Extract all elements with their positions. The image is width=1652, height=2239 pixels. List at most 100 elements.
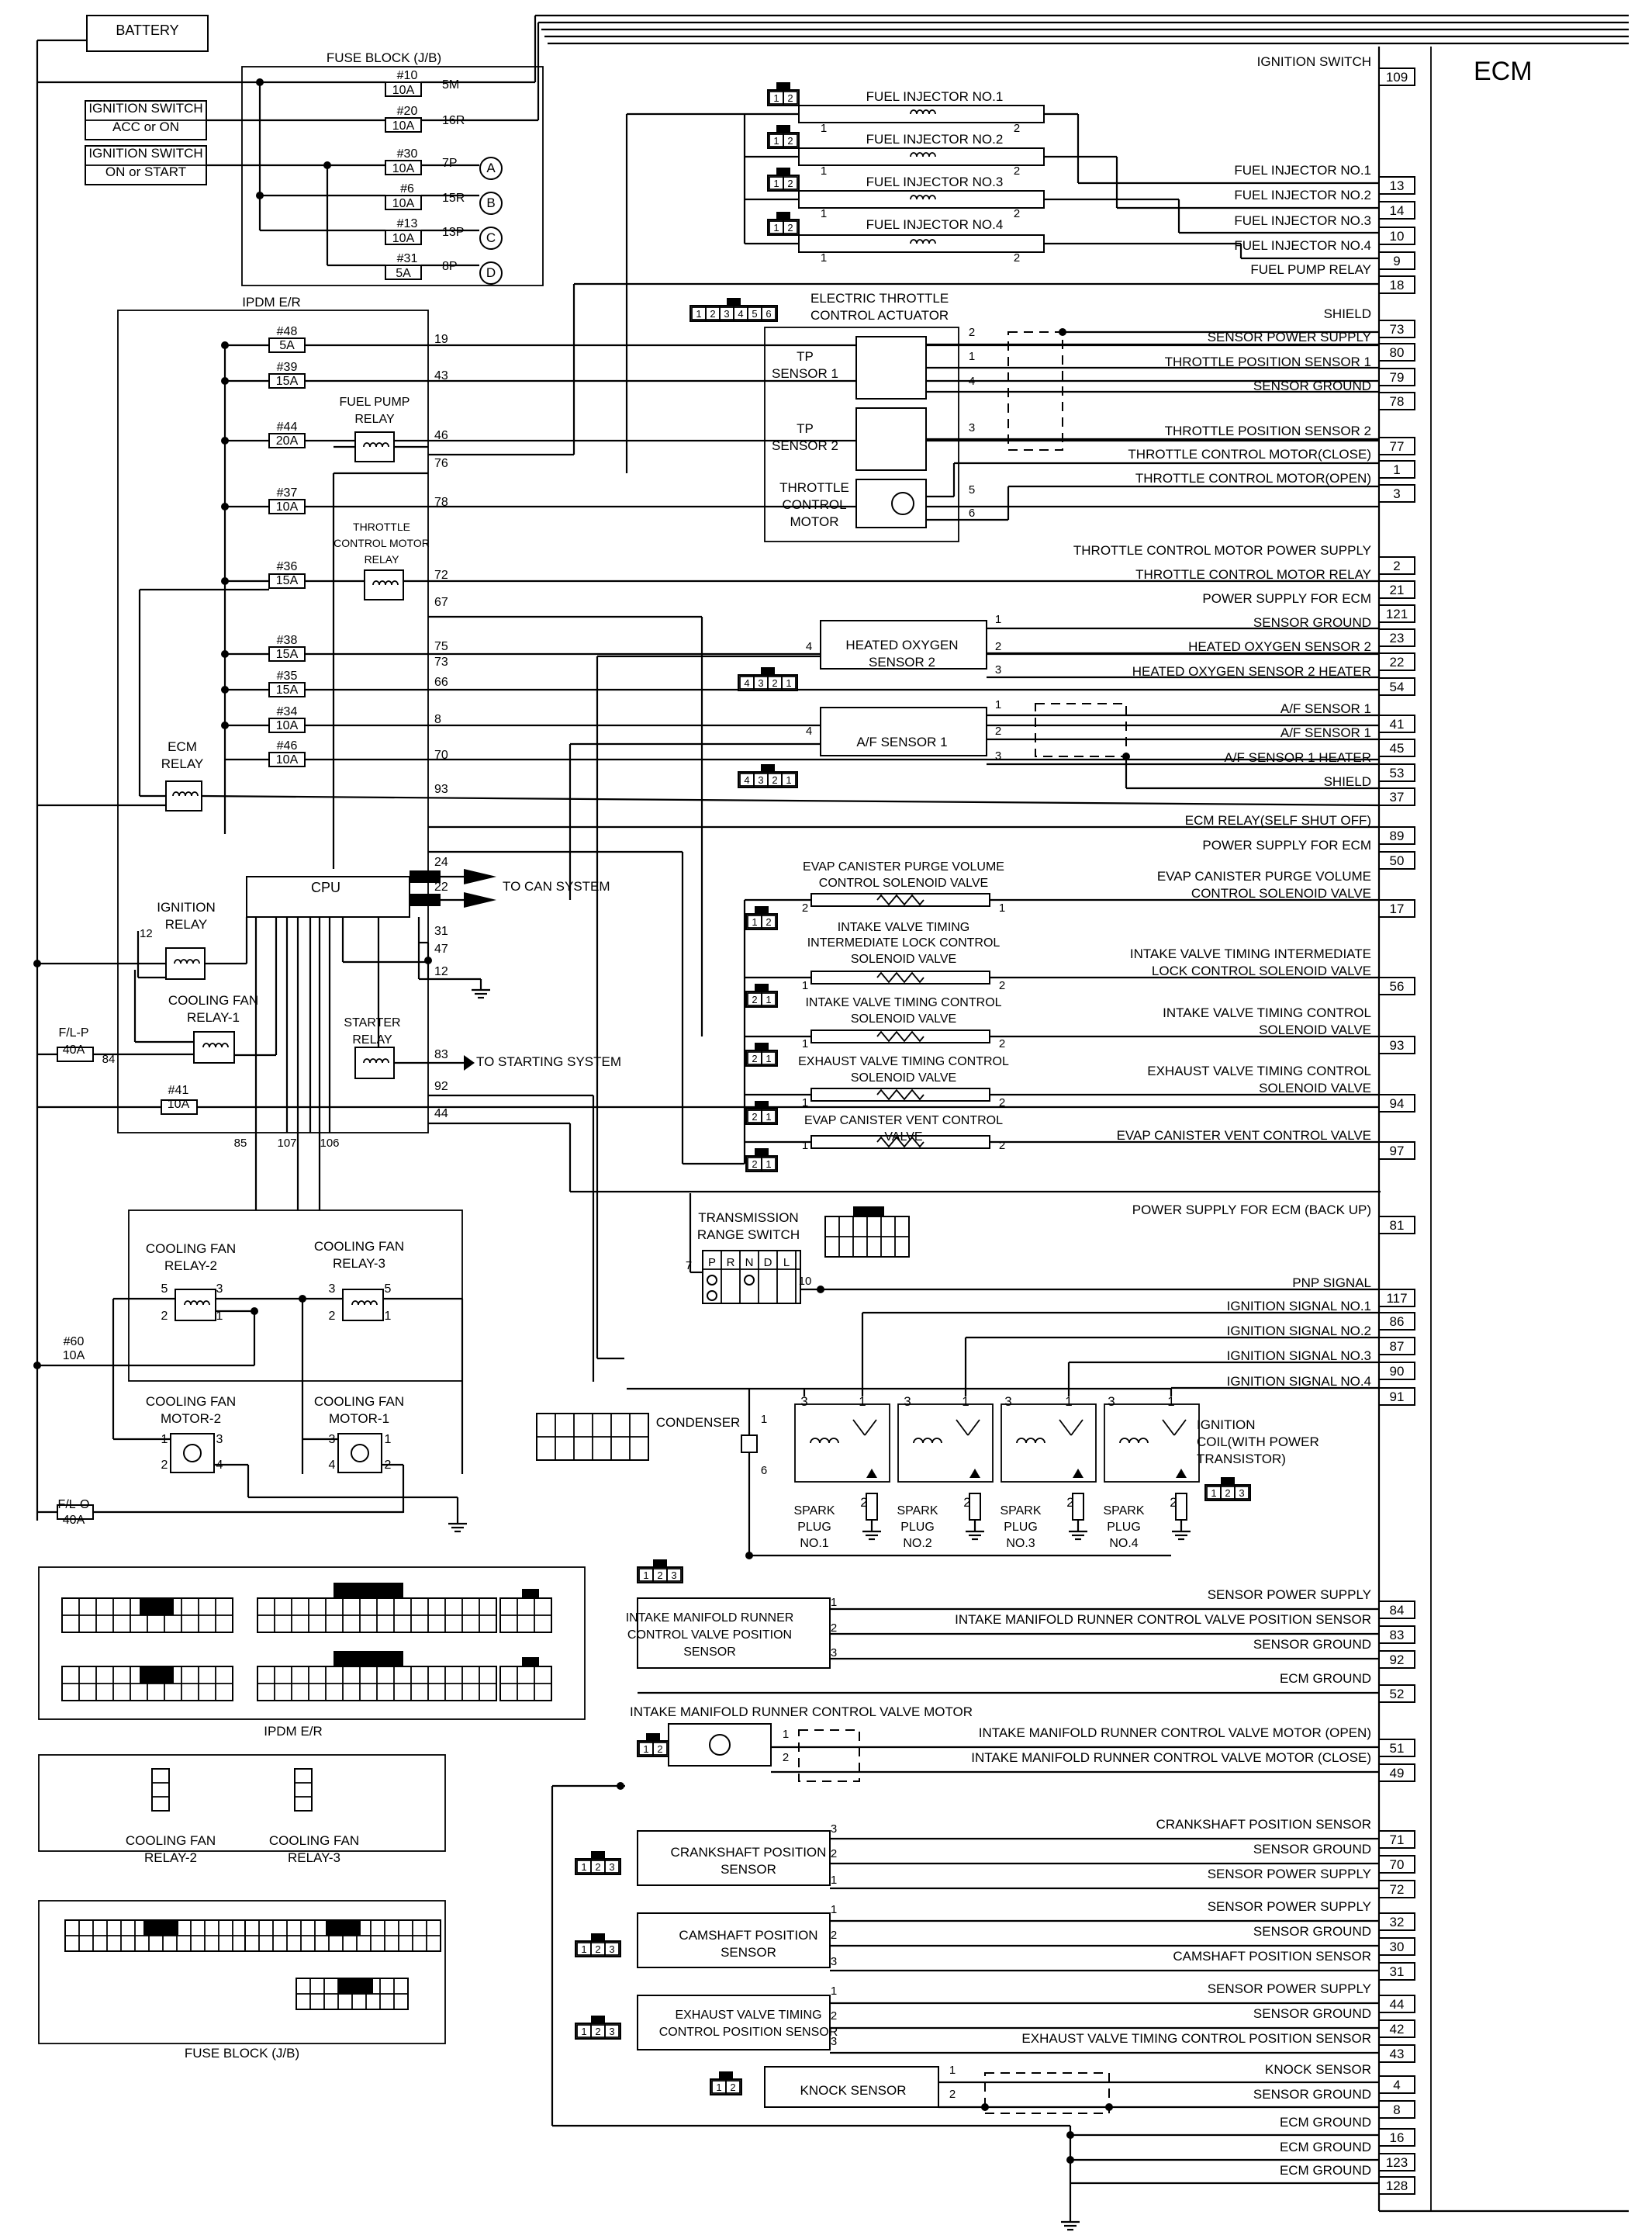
can-bus-bar [410, 894, 441, 906]
cavity-number: 2 [752, 1111, 757, 1123]
diagram-label: SENSOR 1 [772, 366, 838, 381]
diagram-label: IGNITION [157, 900, 216, 915]
diagram-label: #36 [277, 560, 298, 573]
cavity-number: 1 [773, 222, 779, 234]
diagram-label: THROTTLE [779, 480, 849, 495]
diagram-label: TO CAN SYSTEM [503, 879, 610, 894]
fuse [385, 81, 422, 97]
diagram-label: 75 [434, 640, 448, 653]
coil-winding-icon [913, 1438, 942, 1444]
diagram-label: B [486, 196, 495, 210]
fan-motor-icon [183, 1444, 202, 1462]
splice-dot [221, 377, 229, 385]
diagram-label: 10A [392, 162, 415, 175]
ecm-relay [165, 780, 202, 812]
fuse [385, 265, 422, 280]
blanked-cavity [140, 1598, 174, 1615]
diagram-label: 6 [761, 1464, 767, 1477]
ecm-pin-number: 13 [1390, 178, 1405, 193]
diagram-label: PLUG [1004, 1521, 1038, 1534]
connector-cavity [783, 133, 798, 147]
relay-coil-icon [184, 1300, 210, 1306]
diagram-label: IPDM E/R [242, 295, 301, 310]
ecm-pin-box [1378, 2176, 1415, 2195]
diagram-label: 107 [277, 1137, 296, 1150]
diagram-label: 1 [216, 1310, 223, 1323]
ecm-pin-label: SENSOR GROUND [1253, 2087, 1371, 2102]
ecm-pin-box [1378, 556, 1415, 575]
transistor-icon [967, 1419, 980, 1436]
connector-grid [294, 1768, 313, 1812]
position-sensor-3 [637, 1995, 831, 2050]
ecm-pin-label: THROTTLE POSITION SENSOR 1 [1165, 355, 1371, 369]
ecm-pin-label: HEATED OXYGEN SENSOR 2 HEATER [1132, 664, 1371, 679]
ecm-pin-box [1378, 1763, 1415, 1782]
ecm-pin-number: 70 [1390, 1857, 1405, 1872]
tp-sensor-2 [855, 407, 927, 471]
diagram-label: ACC or ON [112, 119, 179, 134]
cavity-number: 2 [595, 1861, 600, 1873]
ecm-pin-label: SENSOR GROUND [1253, 2006, 1371, 2021]
ecm-pin-label: INTAKE MANIFOLD RUNNER CONTROL VALVE MOT… [979, 1725, 1371, 1740]
ecm-pin-label: EXHAUST VALVE TIMING CONTROL POSITION SE… [1021, 2031, 1371, 2046]
diagram-label: SOLENOID VALVE [851, 953, 956, 966]
diagram-label: #41 [168, 1084, 189, 1097]
connector-latch [522, 1589, 539, 1598]
cavity-number: 1 [766, 994, 771, 1005]
ipdm-outline [117, 310, 429, 1133]
ecm-pin-label: EVAP CANISTER VENT CONTROL VALVE [1117, 1128, 1371, 1143]
fuse-block-outline [241, 66, 544, 286]
splice-dot [323, 161, 331, 169]
connector-latch [755, 1043, 769, 1050]
splice-dot [221, 437, 229, 445]
diagram-label: 3 [329, 1433, 336, 1446]
diagram-label: 2 [963, 1495, 970, 1510]
diagram-label: 4 [806, 725, 812, 738]
ecm-pin-number: 123 [1386, 2155, 1408, 2170]
fuel-injector-4 [798, 234, 1045, 253]
diagram-label: 1 [802, 1096, 808, 1109]
fuse [385, 195, 422, 210]
cavity-number: 1 [786, 677, 791, 689]
diagram-label: 3 [831, 1955, 837, 1968]
transistor-icon [864, 1419, 877, 1436]
splice-dot [221, 341, 229, 349]
diagram-label: NO.2 [903, 1537, 931, 1550]
position-sensor-1 [637, 1830, 831, 1886]
range-position-label: L [783, 1256, 790, 1269]
connector-latch [853, 1206, 884, 1216]
diagram-label: C [486, 230, 496, 245]
ecm-pin-number: 45 [1390, 741, 1405, 756]
cavity-number: 2 [710, 308, 715, 320]
connector-latch [591, 1933, 605, 1941]
diagram-label: 10A [276, 719, 299, 732]
connector-cavity [781, 773, 797, 787]
diagram-label: 67 [434, 596, 448, 609]
diagram-label: 92 [434, 1080, 448, 1093]
ecm-pin-box [1378, 604, 1415, 623]
ecm-pin-row: 53A/F SENSOR 1 HEATER [1224, 750, 1415, 782]
diagram-label: 2 [161, 1459, 168, 1472]
diagram-label: EXHAUST VALVE TIMING CONTROL [798, 1055, 1009, 1068]
cavity-number: 1 [696, 308, 701, 320]
ecm-pin-box [1378, 67, 1415, 86]
diagram-label: 44 [434, 1107, 448, 1120]
spark-plug-icon [1175, 1493, 1187, 1521]
af-sensor-1 [820, 707, 987, 756]
diagram-label: 1 [161, 1433, 168, 1446]
diagram-label: 72 [434, 569, 448, 582]
diagram-label: D [486, 265, 496, 280]
diagram-label: NO.1 [800, 1537, 828, 1550]
ecm-pin-number: 83 [1390, 1628, 1405, 1642]
diagram-label: 3 [995, 663, 1001, 677]
resistor-icon [876, 1136, 924, 1148]
